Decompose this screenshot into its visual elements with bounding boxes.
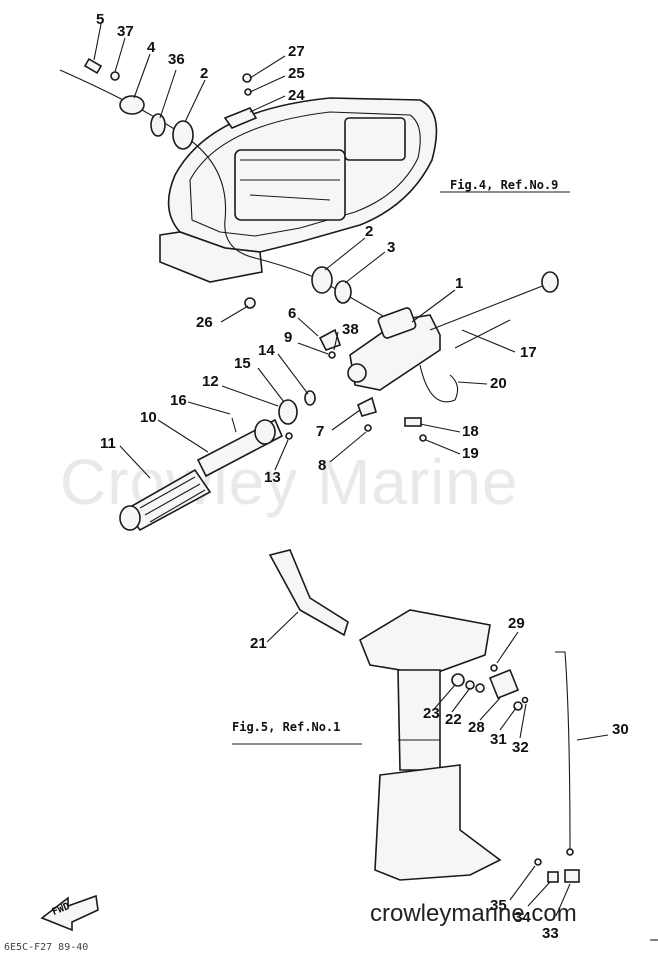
grommet-set-lower — [311, 266, 352, 304]
drive-shaft-housing — [359, 609, 502, 881]
callout-25: 25 — [288, 65, 305, 82]
reference-fig5: Fig.5, Ref.No.1 — [232, 720, 341, 734]
callout-11: 11 — [100, 435, 116, 452]
callout-2: 2 — [200, 65, 209, 82]
callout-5: 5 — [96, 11, 105, 28]
wire-20 — [419, 364, 459, 403]
callout-14: 14 — [258, 342, 275, 359]
callout-37: 37 — [117, 23, 134, 40]
callout-9: 9 — [284, 329, 293, 346]
throttle-cable — [59, 69, 391, 321]
callout-22: 22 — [445, 711, 462, 728]
bottom-cowling — [159, 97, 438, 283]
callout-4: 4 — [147, 39, 156, 56]
callout-6: 6 — [288, 305, 297, 322]
bracket-24 — [223, 107, 258, 129]
callout-29: 29 — [508, 615, 525, 632]
throttle-grip-assembly — [119, 390, 316, 532]
callout-28: 28 — [468, 719, 485, 736]
callout-3: 3 — [387, 239, 396, 256]
callout-38: 38 — [342, 321, 359, 338]
shift-lever-21 — [268, 549, 349, 637]
callout-33: 33 — [542, 925, 559, 942]
fwd-arrow-icon — [40, 894, 99, 932]
callout-34: 34 — [514, 909, 531, 926]
callout-1: 1 — [455, 275, 464, 292]
callout-24: 24 — [288, 87, 305, 104]
footer-url: crowleymarine.com — [370, 900, 577, 927]
callout-32: 32 — [512, 739, 529, 756]
callout-26: 26 — [196, 314, 213, 331]
callout-27: 27 — [288, 43, 305, 60]
callout-35: 35 — [490, 897, 507, 914]
leader-lines — [93, 23, 609, 917]
callout-7: 7 — [316, 423, 325, 440]
steering-bracket — [349, 271, 559, 391]
shift-rod-30 — [555, 651, 571, 851]
callout-13: 13 — [264, 469, 281, 486]
callout-18: 18 — [462, 423, 479, 440]
callout-8: 8 — [318, 457, 327, 474]
callout-12: 12 — [202, 373, 219, 390]
callout-21: 21 — [250, 635, 267, 652]
callout-17: 17 — [520, 344, 537, 361]
reference-fig4: Fig.4, Ref.No.9 — [450, 178, 559, 192]
callout-19: 19 — [462, 445, 479, 462]
callout-16: 16 — [170, 392, 187, 409]
callout-15: 15 — [234, 355, 251, 372]
callout-10: 10 — [140, 409, 157, 426]
callout-31: 31 — [490, 731, 507, 748]
callout-36: 36 — [168, 51, 185, 68]
callout-20: 20 — [490, 375, 507, 392]
callout-2-lower: 2 — [365, 223, 374, 240]
grommet-set-upper — [83, 57, 194, 150]
callout-30: 30 — [612, 721, 629, 738]
callout-23: 23 — [423, 705, 440, 722]
footer-code: 6E5C-F27 89-40 — [4, 942, 89, 953]
